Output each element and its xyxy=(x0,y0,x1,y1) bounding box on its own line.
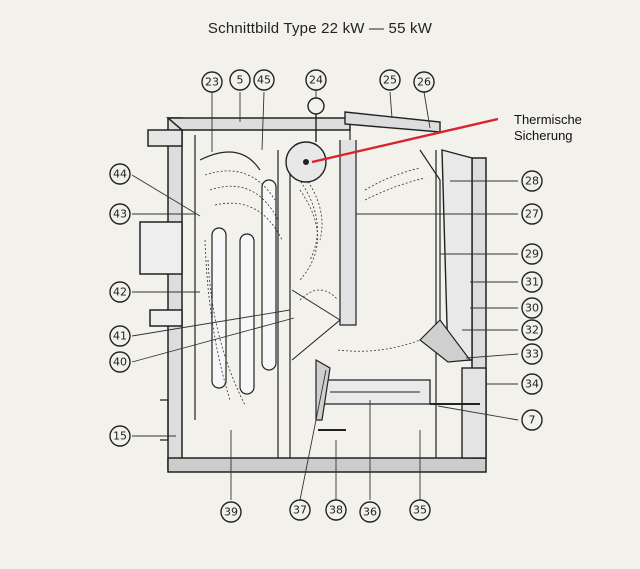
part-number-31: 31 xyxy=(521,271,543,293)
upper-lid xyxy=(344,111,441,133)
part-number-5: 5 xyxy=(229,69,251,91)
flue-stub xyxy=(147,129,183,147)
part-number-label: 39 xyxy=(224,506,238,519)
part-number-39: 39 xyxy=(220,501,242,523)
heat-exchanger-tubes xyxy=(199,151,277,395)
part-number-44: 44 xyxy=(109,163,131,185)
baffle-plate xyxy=(339,140,357,326)
part-number-38: 38 xyxy=(325,499,347,521)
gas-flow-lines xyxy=(204,159,426,406)
part-number-label: 40 xyxy=(113,356,127,369)
part-number-label: 44 xyxy=(113,168,127,181)
part-number-label: 30 xyxy=(525,302,539,315)
part-number-43: 43 xyxy=(109,203,131,225)
leader-lines xyxy=(131,90,519,501)
part-number-label: 38 xyxy=(329,504,343,517)
part-number-label: 37 xyxy=(293,504,307,517)
part-number-23: 23 xyxy=(201,71,223,93)
part-number-24: 24 xyxy=(305,69,327,91)
part-number-15: 15 xyxy=(109,425,131,447)
part-number-34: 34 xyxy=(521,373,543,395)
left-panel-lower xyxy=(149,309,183,327)
part-number-42: 42 xyxy=(109,281,131,303)
part-number-40: 40 xyxy=(109,351,131,373)
part-number-41: 41 xyxy=(109,325,131,347)
part-number-label: 24 xyxy=(309,74,323,87)
part-number-28: 28 xyxy=(521,170,543,192)
part-number-30: 30 xyxy=(521,297,543,319)
part-number-label: 43 xyxy=(113,208,127,221)
part-number-label: 34 xyxy=(525,378,539,391)
part-number-label: 29 xyxy=(525,248,539,261)
thermal-fuse xyxy=(285,97,327,183)
base-plate xyxy=(167,457,487,473)
part-number-label: 36 xyxy=(363,506,377,519)
part-number-label: 42 xyxy=(113,286,127,299)
part-number-27: 27 xyxy=(521,203,543,225)
part-number-29: 29 xyxy=(521,243,543,265)
left-outer-wall xyxy=(167,117,183,471)
part-number-33: 33 xyxy=(521,343,543,365)
part-number-markers: 23 5 45 24 25 26 28 27 29 31 30 32 33 34 7 44 43 42 41 40 15… xyxy=(109,69,543,523)
part-number-label: 26 xyxy=(417,76,431,89)
callout-red-line xyxy=(311,117,499,164)
part-number-label: 25 xyxy=(383,74,397,87)
part-number-32: 32 xyxy=(521,319,543,341)
callout-label-line2: Sicherung xyxy=(514,128,573,143)
part-number-label: 31 xyxy=(525,276,539,289)
loading-door xyxy=(441,149,473,361)
part-number-7: 7 xyxy=(521,409,543,431)
top-cover xyxy=(165,117,351,131)
part-number-label: 41 xyxy=(113,330,127,343)
door-hinge xyxy=(419,319,472,363)
part-number-label: 35 xyxy=(413,504,427,517)
part-number-label: 28 xyxy=(525,175,539,188)
part-number-label: 23 xyxy=(205,76,219,89)
part-number-label: 7 xyxy=(529,414,536,427)
diagram-title: Schnittbild Type 22 kW — 55 kW xyxy=(207,20,433,37)
callout-label-line1: Thermische xyxy=(514,112,582,127)
part-number-26: 26 xyxy=(413,71,435,93)
part-number-35: 35 xyxy=(409,499,431,521)
ash-door xyxy=(461,367,487,459)
left-panel-upper xyxy=(139,221,183,275)
part-number-45: 45 xyxy=(253,69,275,91)
part-number-label: 32 xyxy=(525,324,539,337)
part-number-36: 36 xyxy=(359,501,381,523)
part-number-label: 5 xyxy=(237,74,244,87)
damper-flap xyxy=(315,358,331,421)
part-number-25: 25 xyxy=(379,69,401,91)
part-number-label: 27 xyxy=(525,208,539,221)
part-number-label: 33 xyxy=(525,348,539,361)
part-number-37: 37 xyxy=(289,499,311,521)
part-number-label: 45 xyxy=(257,74,271,87)
part-number-label: 15 xyxy=(113,430,127,443)
